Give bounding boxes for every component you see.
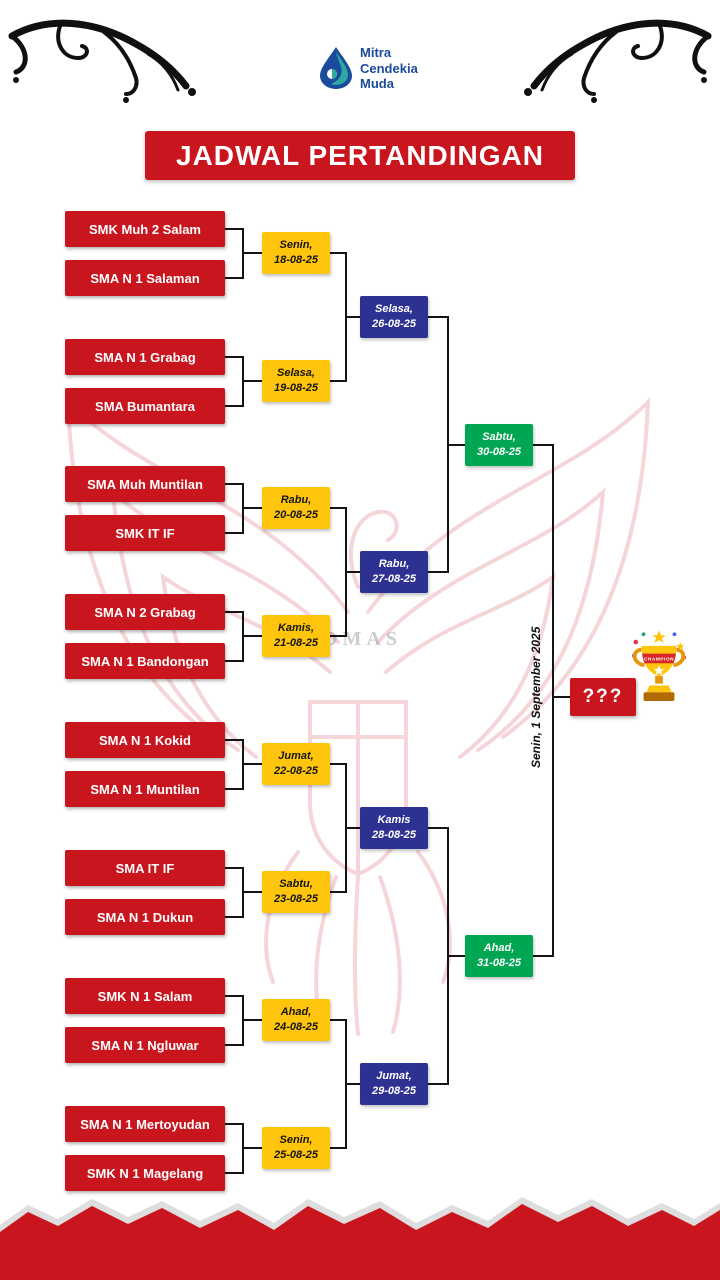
match-day: Ahad, <box>483 942 515 955</box>
team-box: SMK IT IF <box>65 515 225 551</box>
round1-date-box: Kamis, 21-08-25 <box>262 615 330 657</box>
match-day: Rabu, <box>378 558 410 571</box>
match-date: 30-08-25 <box>476 446 522 458</box>
torn-paper-edge <box>0 1197 720 1280</box>
page-title: JADWAL PERTANDINGAN <box>145 131 575 180</box>
match-date: 29-08-25 <box>371 1085 417 1097</box>
match-date: 27-08-25 <box>371 573 417 585</box>
logo-text-line3: Muda <box>360 76 394 92</box>
match-date: 24-08-25 <box>273 1021 319 1033</box>
champion-placeholder-box: ??? <box>570 678 636 716</box>
logo-mark-icon <box>320 47 352 90</box>
svg-text:CHAMPION: CHAMPION <box>644 656 674 662</box>
round1-date-box: Sabtu, 23-08-25 <box>262 871 330 913</box>
logo-text-line1: Mitra <box>360 45 392 60</box>
logo-text-line2: Cendekia <box>360 60 418 76</box>
round1-date-box: Rabu, 20-08-25 <box>262 487 330 529</box>
round1-date-box: Jumat, 22-08-25 <box>262 743 330 785</box>
quarterfinal-date-box: Jumat, 29-08-25 <box>360 1063 428 1105</box>
team-box: SMA N 1 Kokid <box>65 722 225 758</box>
match-day: Kamis, <box>277 622 315 635</box>
team-box: SMA N 1 Dukun <box>65 899 225 935</box>
team-box: SMA N 2 Grabag <box>65 594 225 630</box>
match-date: 20-08-25 <box>273 509 319 521</box>
match-date: 25-08-25 <box>273 1149 319 1161</box>
round1-date-box: Senin, 18-08-25 <box>262 232 330 274</box>
team-box: SMA N 1 Mertoyudan <box>65 1106 225 1142</box>
match-date: 23-08-25 <box>273 893 319 905</box>
team-box: SMA Muh Muntilan <box>65 466 225 502</box>
team-box: SMA N 1 Muntilan <box>65 771 225 807</box>
match-day: Selasa, <box>277 367 315 380</box>
team-box: SMK N 1 Salam <box>65 978 225 1014</box>
match-day: Selasa, <box>375 303 413 316</box>
quarterfinal-date-box: Rabu, 27-08-25 <box>360 551 428 593</box>
match-day: Senin, <box>279 1134 313 1147</box>
quarterfinal-date-box: Kamis 28-08-25 <box>360 807 428 849</box>
match-day: Sabtu, <box>279 878 313 891</box>
final-date-label: Senin, 1 September 2025 <box>529 626 543 768</box>
match-date: 26-08-25 <box>371 318 417 330</box>
match-day: Sabtu, <box>482 431 516 444</box>
round1-date-box: Selasa, 19-08-25 <box>262 360 330 402</box>
logo: Mitra Cendekia Muda <box>318 45 418 92</box>
match-date: 21-08-25 <box>273 637 319 649</box>
flourish-icon <box>524 19 712 103</box>
trophy-icon: CHAMPION <box>631 630 687 701</box>
team-box: SMA IT IF <box>65 850 225 886</box>
team-box: SMA Bumantara <box>65 388 225 424</box>
semifinal-date-box: Ahad, 31-08-25 <box>465 935 533 977</box>
team-box: SMA N 1 Ngluwar <box>65 1027 225 1063</box>
round1-date-box: Senin, 25-08-25 <box>262 1127 330 1169</box>
team-box: SMA N 1 Grabag <box>65 339 225 375</box>
match-date: 19-08-25 <box>273 382 319 394</box>
match-day: Jumat, <box>376 1070 412 1083</box>
match-day: Ahad, <box>280 1006 312 1019</box>
flourish-icon <box>8 19 196 103</box>
emblem-watermark-text: OMAS <box>322 628 402 650</box>
match-day: Kamis <box>377 814 411 827</box>
match-day: Senin, <box>279 239 313 252</box>
quarterfinal-date-box: Selasa, 26-08-25 <box>360 296 428 338</box>
round1-date-box: Ahad, 24-08-25 <box>262 999 330 1041</box>
team-box: SMK N 1 Magelang <box>65 1155 225 1191</box>
semifinal-date-box: Sabtu, 30-08-25 <box>465 424 533 466</box>
match-day: Jumat, <box>278 750 314 763</box>
match-date: 22-08-25 <box>273 765 319 777</box>
match-day: Rabu, <box>280 494 312 507</box>
team-box: SMA N 1 Bandongan <box>65 643 225 679</box>
team-box: SMK Muh 2 Salam <box>65 211 225 247</box>
match-date: 31-08-25 <box>476 957 522 969</box>
team-box: SMA N 1 Salaman <box>65 260 225 296</box>
match-date: 28-08-25 <box>371 829 417 841</box>
match-date: 18-08-25 <box>273 254 319 266</box>
